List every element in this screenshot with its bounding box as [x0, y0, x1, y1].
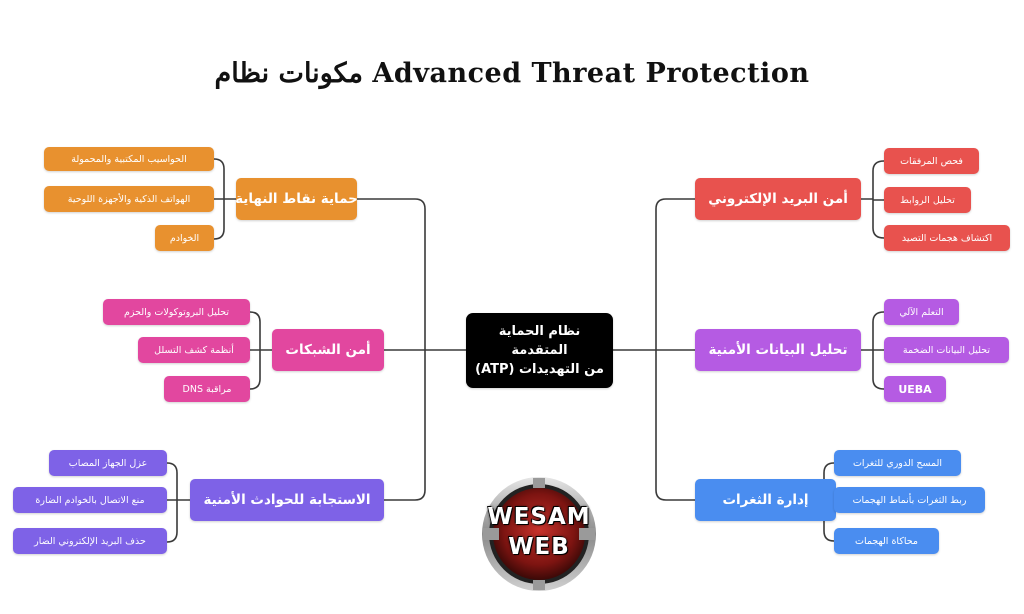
center-line-1: نظام الحماية المتقدمة [498, 324, 581, 358]
connector-network-leaves [249, 311, 273, 390]
leaf-delete-malicious-email: حذف البريد الإلكتروني الضار [13, 528, 167, 554]
leaf-protocol-packet-analysis: تحليل البروتوكولات والحزم [103, 299, 250, 325]
leaf-link-vulns-attack-patterns: ربط الثغرات بأنماط الهجمات [834, 487, 985, 513]
leaf-block-malicious-servers: منع الاتصال بالخوادم الضارة [13, 487, 167, 513]
page-title: مكونات نظام Advanced Threat Protection [214, 58, 810, 89]
branch-security-data-analysis: تحليل البيانات الأمنية [695, 329, 861, 371]
leaf-attack-simulation: محاكاة الهجمات [834, 528, 939, 554]
leaf-link-analysis: تحليل الروابط [884, 187, 971, 213]
leaf-desktops-laptops: الحواسيب المكتبية والمحمولة [44, 147, 214, 171]
branch-incident-response: الاستجابة للحوادث الأمنية [190, 479, 384, 521]
center-line-2: من التهديدات (ATP) [475, 362, 604, 377]
leaf-attachment-scanning: فحص المرفقات [884, 148, 979, 174]
connector-endpoint-leaves [213, 158, 237, 240]
leaf-ueba: UEBA [884, 376, 946, 402]
logo-text-top: WESAM [487, 504, 591, 530]
leaf-phones-tablets: الهواتف الذكية والأجهزة اللوحية [44, 186, 214, 212]
branch-network-security: أمن الشبكات [272, 329, 384, 371]
leaf-isolate-device: عزل الجهاز المصاب [49, 450, 167, 476]
leaf-big-data-analysis: تحليل البيانات الضخمة [884, 337, 1009, 363]
branch-email-security: أمن البريد الإلكتروني [695, 178, 861, 220]
leaf-dns-monitoring: مراقبة DNS [164, 376, 250, 402]
connector-response-leaves [166, 462, 191, 543]
leaf-periodic-vuln-scan: المسح الدوري للثغرات [834, 450, 961, 476]
logo-emblem [482, 477, 596, 591]
branch-endpoint-protection: حماية نقاط النهاية [235, 178, 358, 220]
center-node: نظام الحماية المتقدمة من التهديدات (ATP) [466, 313, 613, 388]
leaf-intrusion-detection: أنظمة كشف التسلل [138, 337, 250, 363]
wesam-web-logo: WESAM WEB [479, 474, 599, 594]
logo-text-bottom: WEB [508, 534, 570, 560]
connector-analytics-leaves [860, 311, 885, 390]
leaf-servers: الخوادم [155, 225, 214, 251]
connector-email-leaves [860, 160, 885, 239]
branch-vulnerability-management: إدارة الثغرات [695, 479, 836, 521]
leaf-phishing-detection: اكتشاف هجمات التصيد [884, 225, 1010, 251]
leaf-machine-learning: التعلم الآلي [884, 299, 959, 325]
